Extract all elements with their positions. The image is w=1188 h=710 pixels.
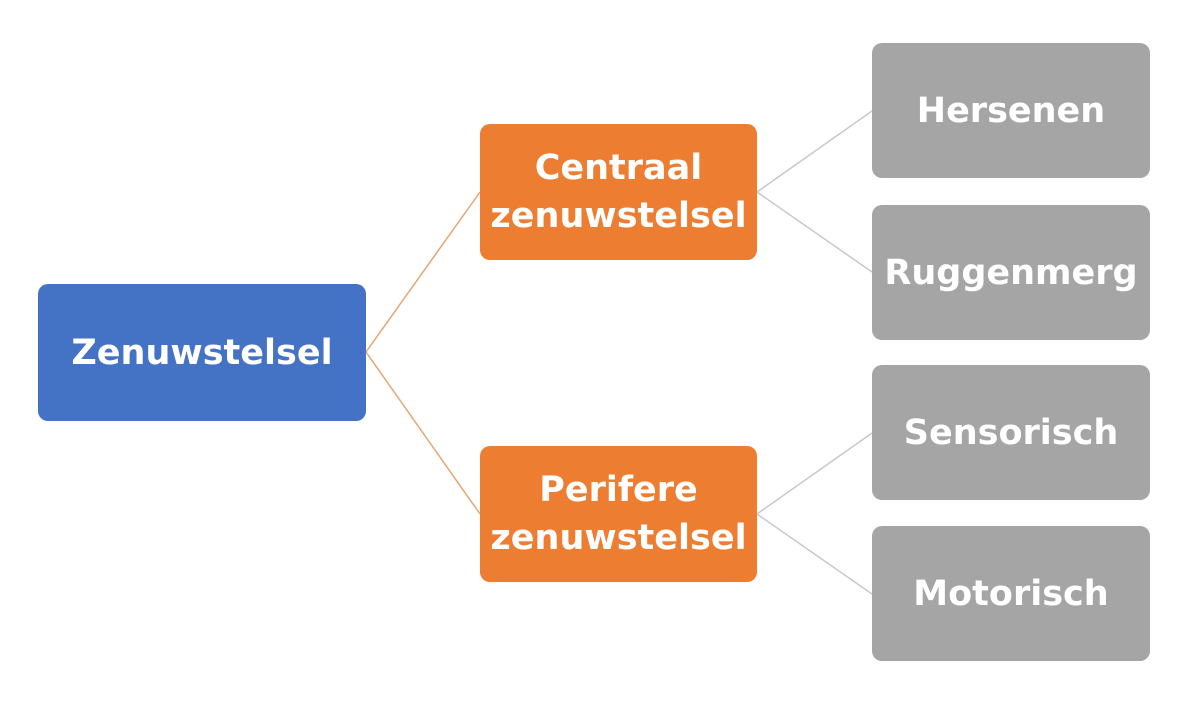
node-perifere-label-line2: zenuwstelsel <box>490 518 747 558</box>
connector-root-to-centraal <box>365 191 481 353</box>
connector-centraal-to-ruggenmerg <box>756 191 873 273</box>
connector-centraal-to-hersenen <box>756 110 873 193</box>
connector-perifere-to-motorisch <box>756 513 873 595</box>
node-sensorisch-label: Sensorisch <box>903 412 1119 453</box>
node-perifere-zenuwstelsel: Perifere zenuwstelsel <box>480 446 757 582</box>
node-motorisch-label: Motorisch <box>913 573 1109 614</box>
node-centraal-zenuwstelsel: Centraal zenuwstelsel <box>480 124 757 260</box>
node-ruggenmerg: Ruggenmerg <box>872 205 1150 340</box>
node-motorisch: Motorisch <box>872 526 1150 661</box>
node-sensorisch: Sensorisch <box>872 365 1150 500</box>
connector-root-to-perifere <box>365 351 481 515</box>
node-zenuwstelsel: Zenuwstelsel <box>38 284 366 421</box>
node-hersenen-label: Hersenen <box>916 90 1106 131</box>
node-perifere-label-line1: Perifere <box>539 470 698 510</box>
node-zenuwstelsel-label: Zenuwstelsel <box>71 332 333 373</box>
connector-perifere-to-sensorisch <box>756 432 873 515</box>
node-ruggenmerg-label: Ruggenmerg <box>884 252 1138 293</box>
node-centraal-label-line1: Centraal <box>534 148 703 188</box>
node-hersenen: Hersenen <box>872 43 1150 178</box>
node-centraal-label-line2: zenuwstelsel <box>490 196 747 236</box>
